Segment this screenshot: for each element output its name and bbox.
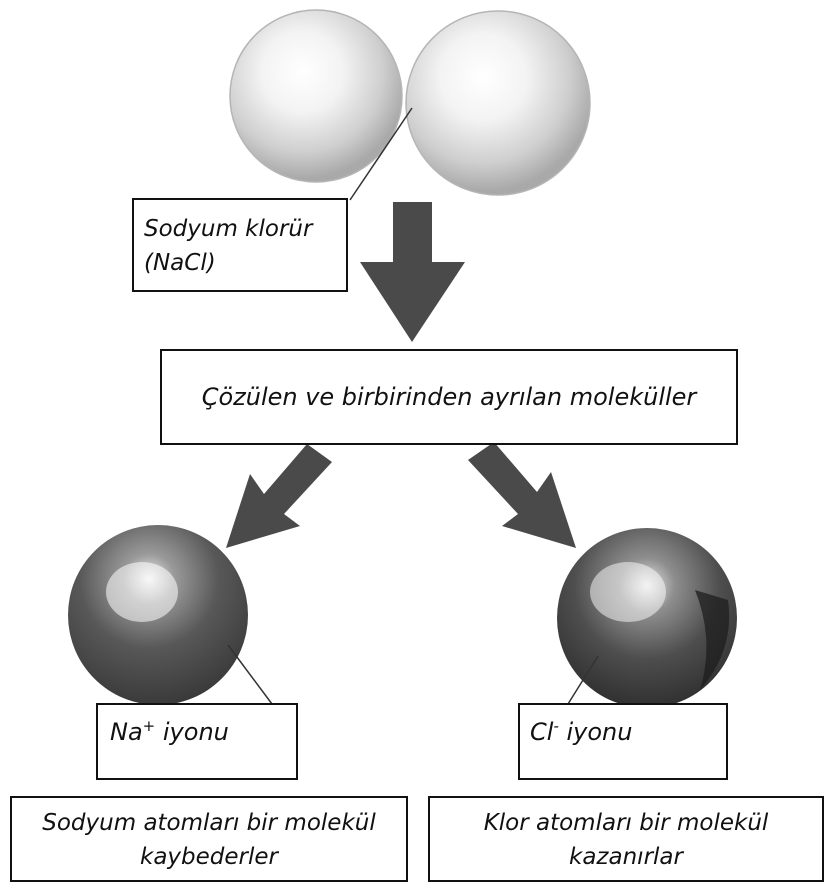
down-right-arrow-icon [468, 442, 576, 548]
sodium-ion-highlight [106, 562, 178, 622]
na-note-line2: kaybederler [12, 840, 406, 874]
na-ion-charge: + [143, 717, 156, 735]
cl-ion-charge: - [553, 717, 558, 735]
chlorine-ion-label-box: Cl- iyonu [518, 703, 728, 780]
nacl-label-line2: (NaCl) [144, 246, 346, 280]
chlorine-ion-highlight [590, 562, 666, 622]
chlorine-note-box: Klor atomları bir molekül kazanırlar [428, 796, 824, 882]
cl-note-line2: kazanırlar [430, 840, 822, 874]
na-note-line1: Sodyum atomları bir molekül [12, 806, 406, 840]
down-left-arrow-icon [226, 444, 332, 548]
dissolved-label: Çözülen ve birbirinden ayrılan molekülle… [202, 383, 697, 411]
nacl-label-line1: Sodyum klorür [144, 212, 346, 246]
sodium-atom-sphere [230, 10, 402, 182]
cl-ion-symbol: Cl [530, 718, 553, 746]
cl-ion-word: iyonu [567, 718, 633, 746]
chlorine-atom-sphere [406, 11, 590, 195]
na-ion-pointer-line [228, 645, 272, 704]
cl-note-line1: Klor atomları bir molekül [430, 806, 822, 840]
sodium-ion-label-box: Na+ iyonu [96, 703, 298, 780]
down-arrow-icon [360, 202, 465, 342]
na-ion-symbol: Na [110, 718, 143, 746]
na-ion-word: iyonu [163, 718, 229, 746]
sodium-note-box: Sodyum atomları bir molekül kaybederler [10, 796, 408, 882]
nacl-label-box: Sodyum klorür (NaCl) [132, 198, 348, 292]
dissolved-molecules-box: Çözülen ve birbirinden ayrılan molekülle… [160, 349, 738, 445]
